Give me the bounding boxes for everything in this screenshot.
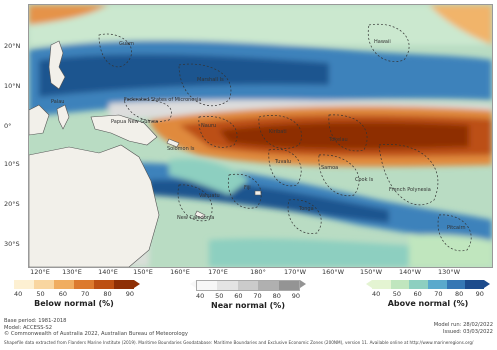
place-label-tuvalu: Tuvalu — [274, 159, 291, 165]
legend-below-arrow — [134, 280, 140, 288]
lon-label-130e: 130°E — [62, 268, 82, 276]
place-label-solomon-is: Solomon Is — [167, 146, 195, 152]
place-label-vanuatu: Vanuatu — [199, 193, 220, 199]
legend-below-tick: 80 — [103, 290, 112, 298]
legend-near-bar — [196, 280, 300, 291]
lat-label-20s: 20°S — [4, 200, 20, 208]
place-label-palau: Palau — [51, 99, 64, 105]
lon-label-140e: 140°E — [98, 268, 118, 276]
lon-label-170w: 170°W — [283, 268, 307, 276]
legend-below-tick: 50 — [36, 290, 45, 298]
legend-near-tick: 40 — [196, 292, 205, 300]
lon-label-150e: 150°E — [133, 268, 153, 276]
place-label-kiribati: Kiribati — [269, 129, 287, 135]
place-label-nauru: Nauru — [201, 123, 216, 129]
place-label-tonga: Tonga — [298, 206, 314, 212]
place-label-tokelau: Tokelau — [328, 137, 348, 143]
legend-below-tick: 90 — [125, 290, 134, 298]
legend-below-bar — [14, 280, 134, 289]
place-label-guam: Guam — [119, 41, 134, 47]
map-svg: Guam Marshall Is Federated States of Mic… — [29, 5, 492, 267]
lon-label-160e: 160°E — [170, 268, 190, 276]
issued-date: Issued: 03/03/2022 — [442, 328, 493, 335]
legend-near-tick: 80 — [272, 292, 281, 300]
legend-near-normal: 40 50 60 70 80 90 Near normal (%) — [190, 280, 306, 310]
lon-label-180: 180° — [250, 268, 266, 276]
place-label-fsm: Federated States of Micronesia — [124, 97, 201, 103]
legend-above-bar — [372, 280, 485, 289]
legend-above-tick: 60 — [413, 290, 422, 298]
base-period: Base period: 1981-2018 — [4, 318, 67, 324]
legend-above-title: Above normal (%) — [387, 299, 469, 308]
legend-below-tick: 40 — [14, 290, 23, 298]
place-label-cook-is: Cook Is — [355, 177, 374, 183]
lon-label-170e: 170°E — [208, 268, 228, 276]
legend-near-tick: 90 — [291, 292, 300, 300]
forecast-map: Guam Marshall Is Federated States of Mic… — [28, 4, 493, 268]
legend-near-arrow-left — [190, 280, 196, 288]
lat-label-10s: 10°S — [4, 160, 20, 168]
legend-below-tick: 60 — [58, 290, 67, 298]
legend-near-arrow-right — [300, 280, 306, 288]
eez-boundaries — [98, 23, 472, 252]
lat-label-10n: 10°N — [4, 82, 21, 90]
lat-label-20n: 20°N — [4, 42, 21, 50]
legend-above-arrow-right — [484, 280, 490, 288]
place-label-french-polynesia: French Polynesia — [389, 187, 431, 193]
footer-left: Base period: 1981-2018 Model: ACCESS-S2 … — [4, 318, 188, 338]
legend-below-title: Below normal (%) — [34, 299, 114, 308]
lon-label-160w: 160°W — [321, 268, 345, 276]
place-label-png: Papua New Guinea — [111, 119, 158, 125]
place-label-pitcairn: Pitcairn — [447, 225, 466, 231]
legend-near-tick: 70 — [253, 292, 262, 300]
place-label-fiji: Fiji — [244, 185, 251, 191]
shapefile-credit: Shapefile data extracted from Flanders M… — [4, 340, 474, 345]
legend-above-normal: 40 50 60 70 80 90 Above normal (%) — [366, 280, 490, 308]
legend-near-tick: 50 — [215, 292, 224, 300]
copyright: © Commonwealth of Australia 2022, Austra… — [4, 331, 188, 337]
place-label-hawaii: Hawaii — [374, 39, 391, 45]
model-run: Model run: 28/02/2022 — [433, 322, 493, 328]
legend-near-tick: 60 — [234, 292, 243, 300]
legend-above-tick: 40 — [372, 290, 381, 298]
place-label-new-caledonia: New Caledonia — [177, 215, 214, 221]
lat-label-0: 0° — [4, 122, 12, 130]
place-label-marshall-is: Marshall Is — [197, 77, 224, 83]
legend-above-tick: 50 — [392, 290, 402, 298]
model-name: Model: ACCESS-S2 — [4, 324, 53, 331]
legend-below-tick: 70 — [81, 290, 90, 298]
place-label-samoa: Samoa — [321, 165, 338, 171]
land-masses — [29, 40, 262, 267]
legend-near-title: Near normal (%) — [211, 301, 285, 310]
footer-right: Model run: 28/02/2022 Issued: 03/03/2022 — [434, 322, 493, 335]
lon-label-130w: 130°W — [437, 268, 461, 276]
legend-above-tick: 80 — [454, 290, 464, 298]
lon-label-150w: 150°W — [359, 268, 383, 276]
lat-label-30s: 30°S — [4, 240, 20, 248]
legend-below-normal: 40 50 60 70 80 90 Below normal (%) — [14, 280, 140, 308]
legend-above-tick: 70 — [434, 290, 443, 298]
lon-label-120e: 120°E — [30, 268, 50, 276]
legend-above-tick: 90 — [475, 290, 484, 298]
legend-above-arrow-left — [366, 280, 372, 288]
lon-label-140w: 140°W — [398, 268, 422, 276]
